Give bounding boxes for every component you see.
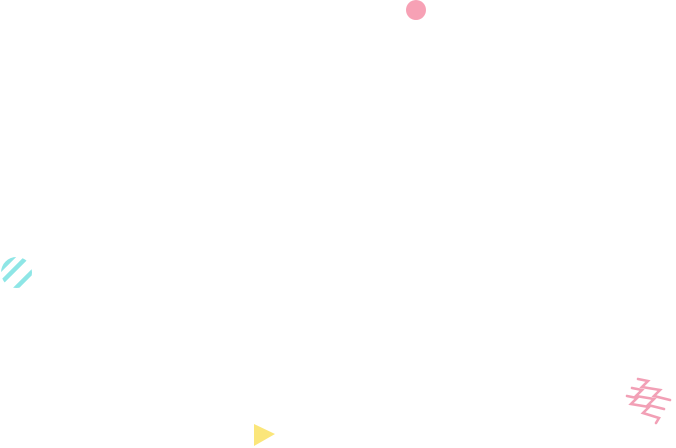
dot-circle — [406, 0, 426, 20]
striped-circle-icon — [1, 257, 32, 288]
circle-dot-icon — [406, 0, 426, 20]
stripe-group — [1, 257, 32, 288]
triangle-polygon — [254, 424, 275, 446]
play-triangle-icon — [254, 424, 275, 446]
zigzag-lines-icon — [625, 377, 672, 425]
zigzag-group — [625, 377, 672, 425]
